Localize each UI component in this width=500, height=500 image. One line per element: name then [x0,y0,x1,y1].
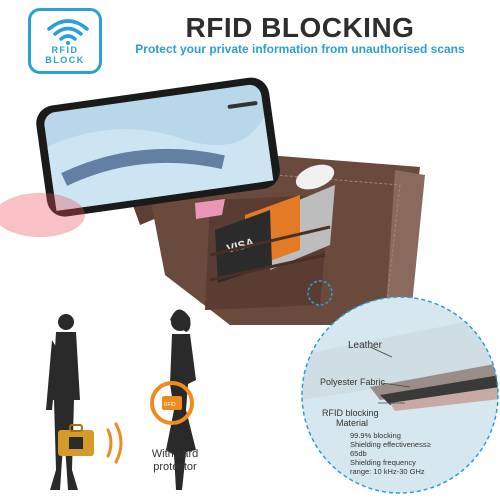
slot-lip-2 [209,253,326,282]
pointer-polyester [381,382,411,388]
zoom-origin-circle [307,280,333,306]
slot-lip-1 [209,225,331,257]
layer-label-leather: Leather [348,340,382,351]
spec-effectiveness: Shielding effectiveness≥ [350,440,431,449]
layer-dark [380,375,498,405]
signal-wave-1 [106,428,113,458]
case-right-edge [385,170,425,325]
spec-range: range: 10 kHz-30 GHz [350,467,425,476]
card-protector-card [162,396,182,410]
briefcase-handle [69,424,83,432]
wallet-case-illustration: VISA [0,77,425,325]
layer-label-rfid: RFID blocking [322,408,379,418]
card-label-line2: protector [153,461,197,473]
page-title: RFID BLOCKING [185,12,415,43]
pointer-leather [369,346,393,358]
spec-blocking: 99.9% blocking [350,431,401,440]
silhouettes-scene: RFID [46,309,196,490]
layer-label-polyester: Polyester Fabric [320,377,386,387]
material-zoom-circle [301,296,499,494]
woman-silhouette [166,309,196,490]
spec-db: 65db [350,449,367,458]
camera-cutout [295,164,335,190]
phone-reflection [0,193,85,237]
phone [36,77,280,217]
wifi-signal-icon [47,19,89,45]
rfid-block-badge: RFID BLOCK [28,8,102,74]
layer-label-rfid-material: Material [336,418,369,428]
card-label-line1: With card [151,448,199,460]
card-protector-label: With card protector [135,448,215,474]
card-chip-label: RFID [164,402,176,408]
layer-edge-gray [370,363,498,400]
layer-leather [302,315,498,400]
card-protector-ring [150,381,194,425]
signal-wave-2 [114,422,123,464]
layer-pink [390,387,498,411]
man-silhouette [46,314,80,490]
card-pink [195,199,225,219]
badge-text-block: BLOCK [45,55,85,65]
briefcase-chip [69,437,83,449]
badge-text-rfid: RFID [51,45,79,55]
page-subtitle: Protect your private information from un… [135,42,465,56]
spec-frequency: Shielding frequency [350,458,416,467]
